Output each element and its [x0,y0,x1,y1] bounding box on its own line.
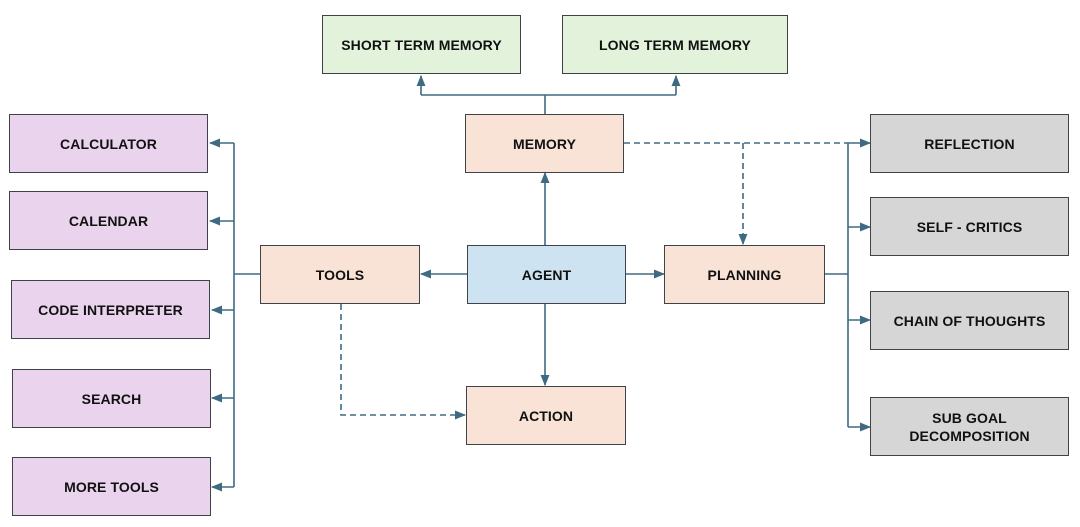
sub-goal-decomposition-box: SUB GOAL DECOMPOSITION [870,397,1069,456]
search-label: SEARCH [81,390,142,407]
calendar-label: CALENDAR [68,212,149,229]
tools-label: TOOLS [315,266,365,283]
memory-box: MEMORY [465,114,624,173]
self-critics-box: SELF - CRITICS [870,197,1069,256]
long-term-memory-box: LONG TERM MEMORY [562,15,788,74]
calculator-label: CALCULATOR [60,135,157,152]
agent-box: AGENT [467,245,626,304]
reflection-label: REFLECTION [924,135,1015,152]
memory-label: MEMORY [512,135,577,152]
more-tools-label: MORE TOOLS [64,478,159,495]
action-box: ACTION [466,386,626,445]
planning-box: PLANNING [664,245,825,304]
short-term-memory-box: SHORT TERM MEMORY [322,15,521,74]
action-label: ACTION [518,407,574,424]
chain-of-thoughts-box: CHAIN OF THOUGHTS [870,291,1069,350]
reflection-box: REFLECTION [870,114,1069,173]
tools-box: TOOLS [260,245,420,304]
more-tools-box: MORE TOOLS [12,457,211,516]
calendar-box: CALENDAR [9,191,208,250]
sub-goal-decomposition-label: SUB GOAL DECOMPOSITION [909,409,1029,445]
calculator-box: CALCULATOR [9,114,208,173]
short-term-memory-label: SHORT TERM MEMORY [341,36,502,53]
code-interpreter-label: CODE INTERPRETER [38,301,183,318]
search-box: SEARCH [12,369,211,428]
chain-of-thoughts-label: CHAIN OF THOUGHTS [893,312,1046,329]
sub-goal-label-line-1: SUB GOAL [932,409,1007,426]
planning-label: PLANNING [707,266,782,283]
code-interpreter-box: CODE INTERPRETER [11,280,210,339]
long-term-memory-label: LONG TERM MEMORY [599,36,751,53]
sub-goal-label-line-2: DECOMPOSITION [909,427,1030,444]
dashed-arrow-tools-to-action [340,304,467,420]
self-critics-label: SELF - CRITICS [916,218,1023,235]
agent-label: AGENT [521,266,572,283]
